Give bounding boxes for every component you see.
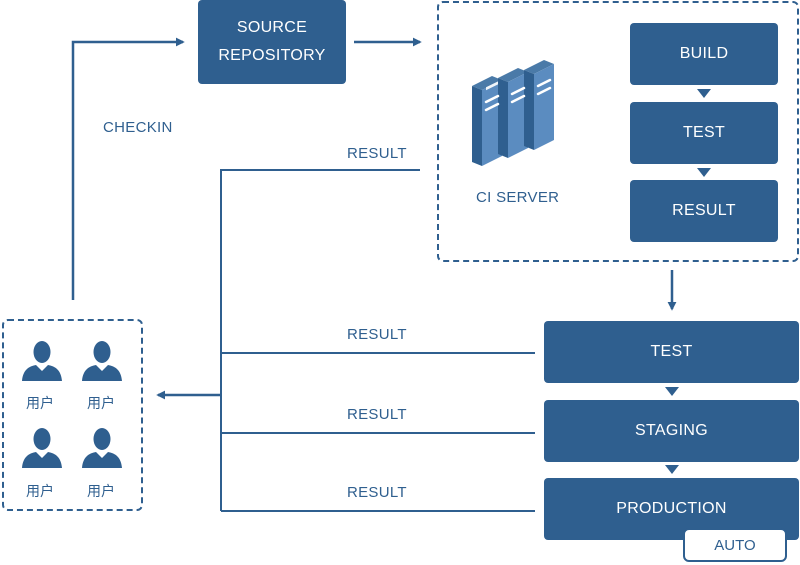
result-label-test: RESULT (347, 326, 407, 343)
ci-result-line (220, 169, 420, 511)
test-result-connector (697, 168, 711, 177)
ci-server-label: CI SERVER (476, 189, 560, 206)
pipeline-test-label: TEST (650, 343, 693, 360)
result-label-staging: RESULT (347, 406, 407, 423)
user-caption: 用户 (26, 396, 54, 412)
source-repository-line1: SOURCE (236, 19, 308, 36)
pipeline-staging-stage[interactable]: STAGING (544, 400, 799, 462)
build-step[interactable]: BUILD (630, 23, 778, 85)
user-caption: 用户 (26, 484, 54, 500)
source-repository-line2: REPOSITORY (218, 47, 326, 64)
user-icon (82, 341, 122, 381)
pipeline-test-stage[interactable]: TEST (544, 321, 799, 383)
pipeline-production-label: PRODUCTION (616, 500, 727, 517)
staging-production-connector (665, 465, 679, 474)
result-label-production: RESULT (347, 484, 407, 501)
auto-badge-label: AUTO (714, 536, 756, 554)
build-step-label: BUILD (679, 45, 729, 62)
source-repository-box[interactable]: SOURCE REPOSITORY (198, 0, 346, 84)
result-step[interactable]: RESULT (630, 180, 778, 242)
server-rack-icon (472, 60, 554, 166)
user-caption: 用户 (87, 396, 115, 412)
pipeline-staging-label: STAGING (635, 422, 708, 439)
test-step-label: TEST (682, 124, 726, 141)
result-label-ci: RESULT (347, 145, 407, 162)
test-step[interactable]: TEST (630, 102, 778, 164)
users-container (2, 319, 143, 511)
ci-server-container (437, 1, 799, 262)
user-icon (22, 428, 62, 468)
user-icon (22, 341, 62, 381)
test-staging-connector (665, 387, 679, 396)
user-icon (82, 428, 122, 468)
user-caption: 用户 (87, 484, 115, 500)
result-step-label: RESULT (672, 202, 736, 219)
build-test-connector (697, 89, 711, 98)
auto-badge: AUTO (683, 528, 787, 562)
checkin-arrow (71, 37, 185, 300)
checkin-label: CHECKIN (103, 119, 173, 136)
